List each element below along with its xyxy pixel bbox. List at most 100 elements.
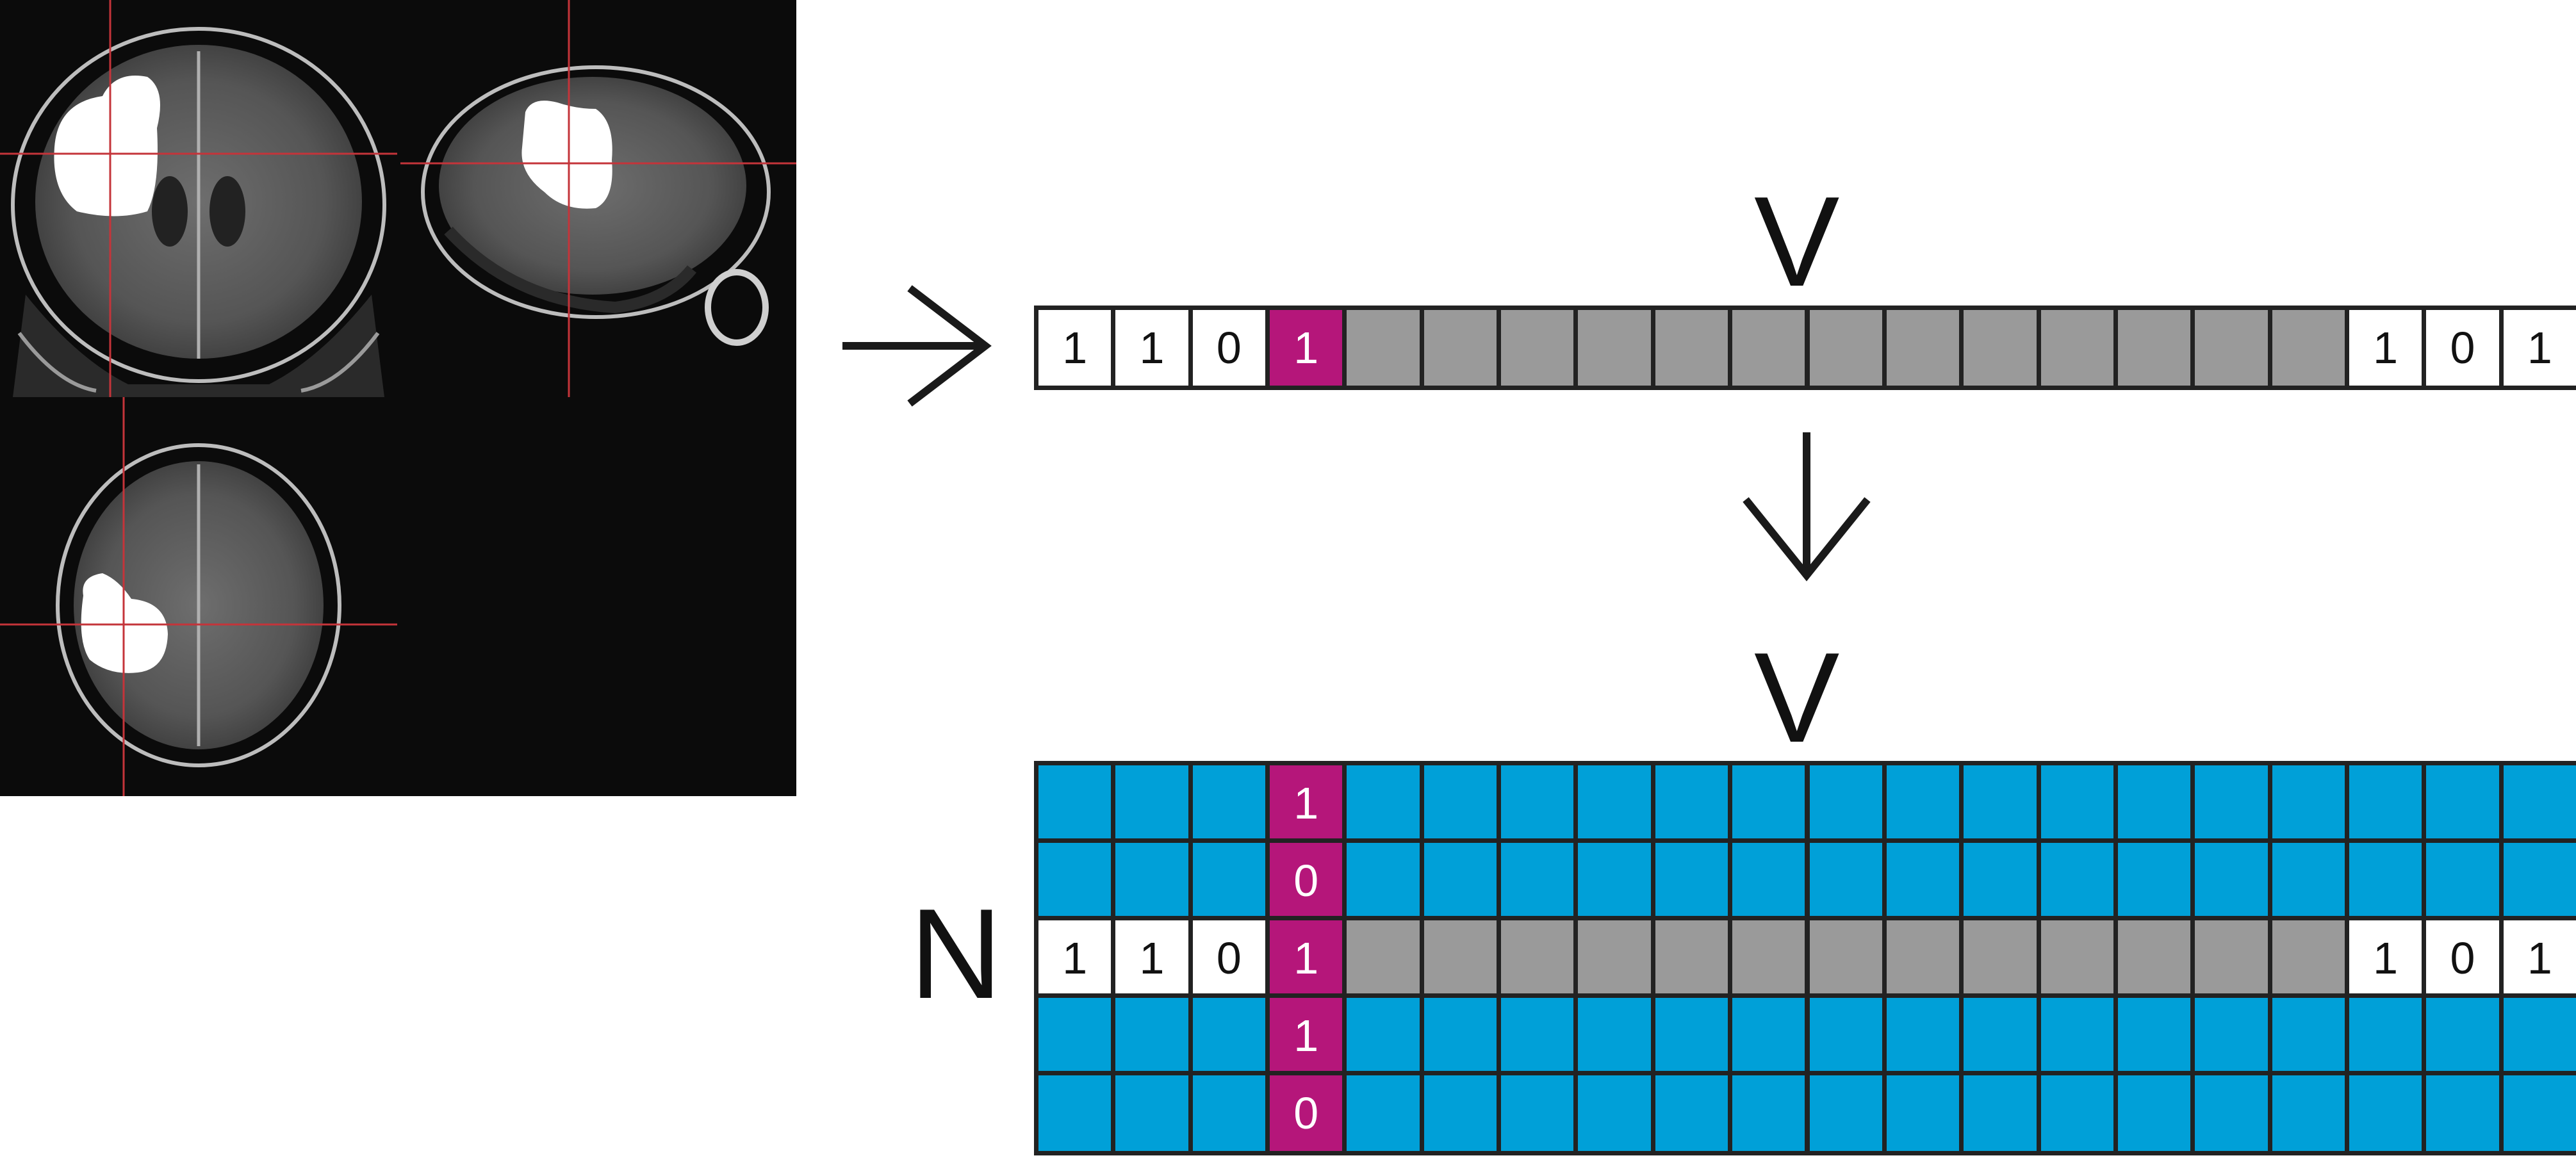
down-arrow-icon	[1743, 432, 1871, 582]
voxel-cell: 1	[1111, 916, 1193, 1000]
unknown-voxel-cell	[1650, 916, 1733, 1000]
matrix-cell	[1497, 993, 1579, 1078]
matrix-cell	[1188, 993, 1270, 1078]
lesion-region-sagittal	[521, 101, 612, 209]
matrix-cell	[2036, 1071, 2118, 1155]
matrix-cell	[1497, 761, 1579, 845]
voxel-cell: 1	[2344, 306, 2427, 390]
matrix-cell	[1650, 838, 1733, 923]
unknown-voxel-cell	[1728, 306, 1810, 390]
matrix-cell	[1419, 1071, 1502, 1155]
vector-label-matrix: V	[1754, 626, 1840, 769]
unknown-voxel-cell	[1497, 306, 1579, 390]
matrix-cell	[2344, 993, 2427, 1078]
unknown-voxel-cell	[1573, 916, 1655, 1000]
matrix-cell	[1650, 761, 1733, 845]
voxel-cell: 1	[1111, 306, 1193, 390]
matrix-cell	[1573, 761, 1655, 845]
unknown-voxel-cell	[2036, 916, 2118, 1000]
matrix-cell	[1805, 1071, 1887, 1155]
voxel-cell: 0	[1188, 916, 1270, 1000]
vector-label: V	[1754, 170, 1840, 313]
unknown-voxel-cell	[1497, 916, 1579, 1000]
mri-slices	[0, 0, 796, 796]
matrix-cell	[2113, 761, 2195, 845]
highlight-voxel-cell: 1	[1265, 993, 1347, 1078]
unknown-voxel-cell	[1342, 306, 1424, 390]
matrix-cell	[2190, 761, 2272, 845]
matrix-cell	[1497, 838, 1579, 923]
axial-slice	[0, 397, 397, 796]
matrix-cell	[1728, 993, 1810, 1078]
matrix-cell	[2422, 993, 2504, 1078]
matrix-cell	[1188, 838, 1270, 923]
matrix-cell	[1959, 761, 2041, 845]
mri-brain-panel	[0, 0, 796, 796]
matrix-cell	[1959, 838, 2041, 923]
matrix-cell	[1342, 1071, 1424, 1155]
unknown-voxel-cell	[2267, 306, 2349, 390]
matrix-cell	[1650, 993, 1733, 1078]
unknown-voxel-cell	[1419, 916, 1502, 1000]
matrix-cell	[2498, 993, 2576, 1078]
sagittal-slice	[400, 0, 796, 397]
matrix-cell	[1728, 1071, 1810, 1155]
unknown-voxel-cell	[2267, 916, 2349, 1000]
matrix-cell	[2190, 993, 2272, 1078]
matrix-cell	[2344, 838, 2427, 923]
matrix-row: 0	[1034, 1071, 2576, 1155]
voxel-cell: 1	[1034, 916, 1116, 1000]
matrix-cell	[1188, 1071, 1270, 1155]
matrix-cell	[1111, 1071, 1193, 1155]
matrix-cell	[1111, 838, 1193, 923]
matrix-cell	[2422, 1071, 2504, 1155]
voxel-cell: 0	[2422, 306, 2504, 390]
voxel-cell: 0	[1188, 306, 1270, 390]
matrix-row: 1	[1034, 993, 2576, 1078]
coronal-slice	[0, 0, 397, 397]
voxel-cell: 1	[2498, 306, 2576, 390]
matrix-cell	[1034, 838, 1116, 923]
unknown-voxel-cell	[1650, 306, 1733, 390]
unknown-voxel-cell	[1959, 306, 2041, 390]
matrix-cell	[2498, 838, 2576, 923]
right-arrow-icon	[842, 285, 992, 407]
matrix-cell	[2498, 1071, 2576, 1155]
matrix-cell	[1959, 993, 2041, 1078]
unknown-voxel-cell	[1959, 916, 2041, 1000]
matrix-cell	[1728, 761, 1810, 845]
highlight-voxel-cell: 0	[1265, 1071, 1347, 1155]
unknown-voxel-cell	[2113, 916, 2195, 1000]
matrix-cell	[2422, 761, 2504, 845]
matrix-cell	[1805, 761, 1887, 845]
matrix-cell	[1573, 1071, 1655, 1155]
matrix-cell	[1111, 993, 1193, 1078]
unknown-voxel-cell	[2190, 916, 2272, 1000]
matrix-cell	[1342, 761, 1424, 845]
matrix-cell	[2190, 838, 2272, 923]
lesion-region	[54, 76, 160, 216]
matrix-cell	[2113, 838, 2195, 923]
matrix-cell	[2267, 838, 2349, 923]
unknown-voxel-cell	[1728, 916, 1810, 1000]
unknown-voxel-cell	[1882, 916, 1964, 1000]
matrix-cell	[2498, 761, 2576, 845]
unknown-voxel-cell	[1342, 916, 1424, 1000]
matrix-cell	[1342, 993, 1424, 1078]
voxel-cell: 1	[2344, 916, 2427, 1000]
matrix-cell	[1650, 1071, 1733, 1155]
matrix-cell	[2036, 838, 2118, 923]
unknown-voxel-cell	[2113, 306, 2195, 390]
matrix-cell	[1342, 838, 1424, 923]
unknown-voxel-cell	[1805, 916, 1887, 1000]
unknown-voxel-cell	[1419, 306, 1502, 390]
matrix-cell	[1573, 993, 1655, 1078]
matrix-cell	[1882, 838, 1964, 923]
voxel-cell: 1	[1034, 306, 1116, 390]
highlight-voxel-cell: 1	[1265, 761, 1347, 845]
matrix-cell	[1034, 1071, 1116, 1155]
unknown-voxel-cell	[1882, 306, 1964, 390]
matrix-cell	[2422, 838, 2504, 923]
